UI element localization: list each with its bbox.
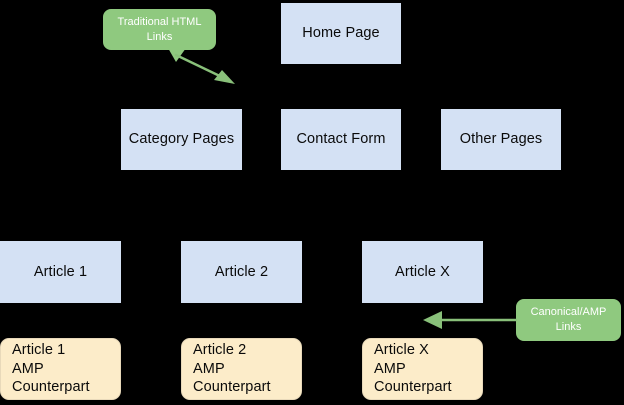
node-article-x-amp[interactable]: Article X AMP Counterpart xyxy=(362,338,483,400)
node-category-pages[interactable]: Category Pages xyxy=(121,109,242,170)
node-article-2-amp-label: Article 2 AMP Counterpart xyxy=(193,342,271,396)
node-article-1-label: Article 1 xyxy=(33,263,88,280)
node-article-x[interactable]: Article X xyxy=(362,241,483,303)
node-article-1-amp-label: Article 1 AMP Counterpart xyxy=(12,342,90,396)
callout-tail-traditional-html-links xyxy=(168,48,186,62)
node-article-2[interactable]: Article 2 xyxy=(181,241,302,303)
callout-traditional-html-links[interactable]: Traditional HTML Links xyxy=(103,9,216,50)
node-contact-form[interactable]: Contact Form xyxy=(281,109,401,170)
callout-canonical-amp-links[interactable]: Canonical/AMP Links xyxy=(516,299,621,341)
node-home-page[interactable]: Home Page xyxy=(281,3,401,64)
node-article-x-amp-label: Article X AMP Counterpart xyxy=(374,342,452,396)
node-home-page-label: Home Page xyxy=(302,25,380,42)
node-other-pages-label: Other Pages xyxy=(459,131,543,148)
arrow-canonical-amp-links xyxy=(423,311,517,329)
node-article-1[interactable]: Article 1 xyxy=(0,241,121,303)
node-other-pages[interactable]: Other Pages xyxy=(441,109,561,170)
callout-traditional-html-links-label: Traditional HTML Links xyxy=(117,15,202,43)
node-contact-form-label: Contact Form xyxy=(296,131,386,148)
arrow-traditional-html-links xyxy=(174,53,235,84)
node-article-2-label: Article 2 xyxy=(214,263,269,280)
node-article-x-label: Article X xyxy=(395,263,450,280)
node-category-pages-label: Category Pages xyxy=(128,131,235,148)
node-article-1-amp[interactable]: Article 1 AMP Counterpart xyxy=(0,338,121,400)
node-article-2-amp[interactable]: Article 2 AMP Counterpart xyxy=(181,338,302,400)
callout-canonical-amp-links-label: Canonical/AMP Links xyxy=(530,306,607,333)
